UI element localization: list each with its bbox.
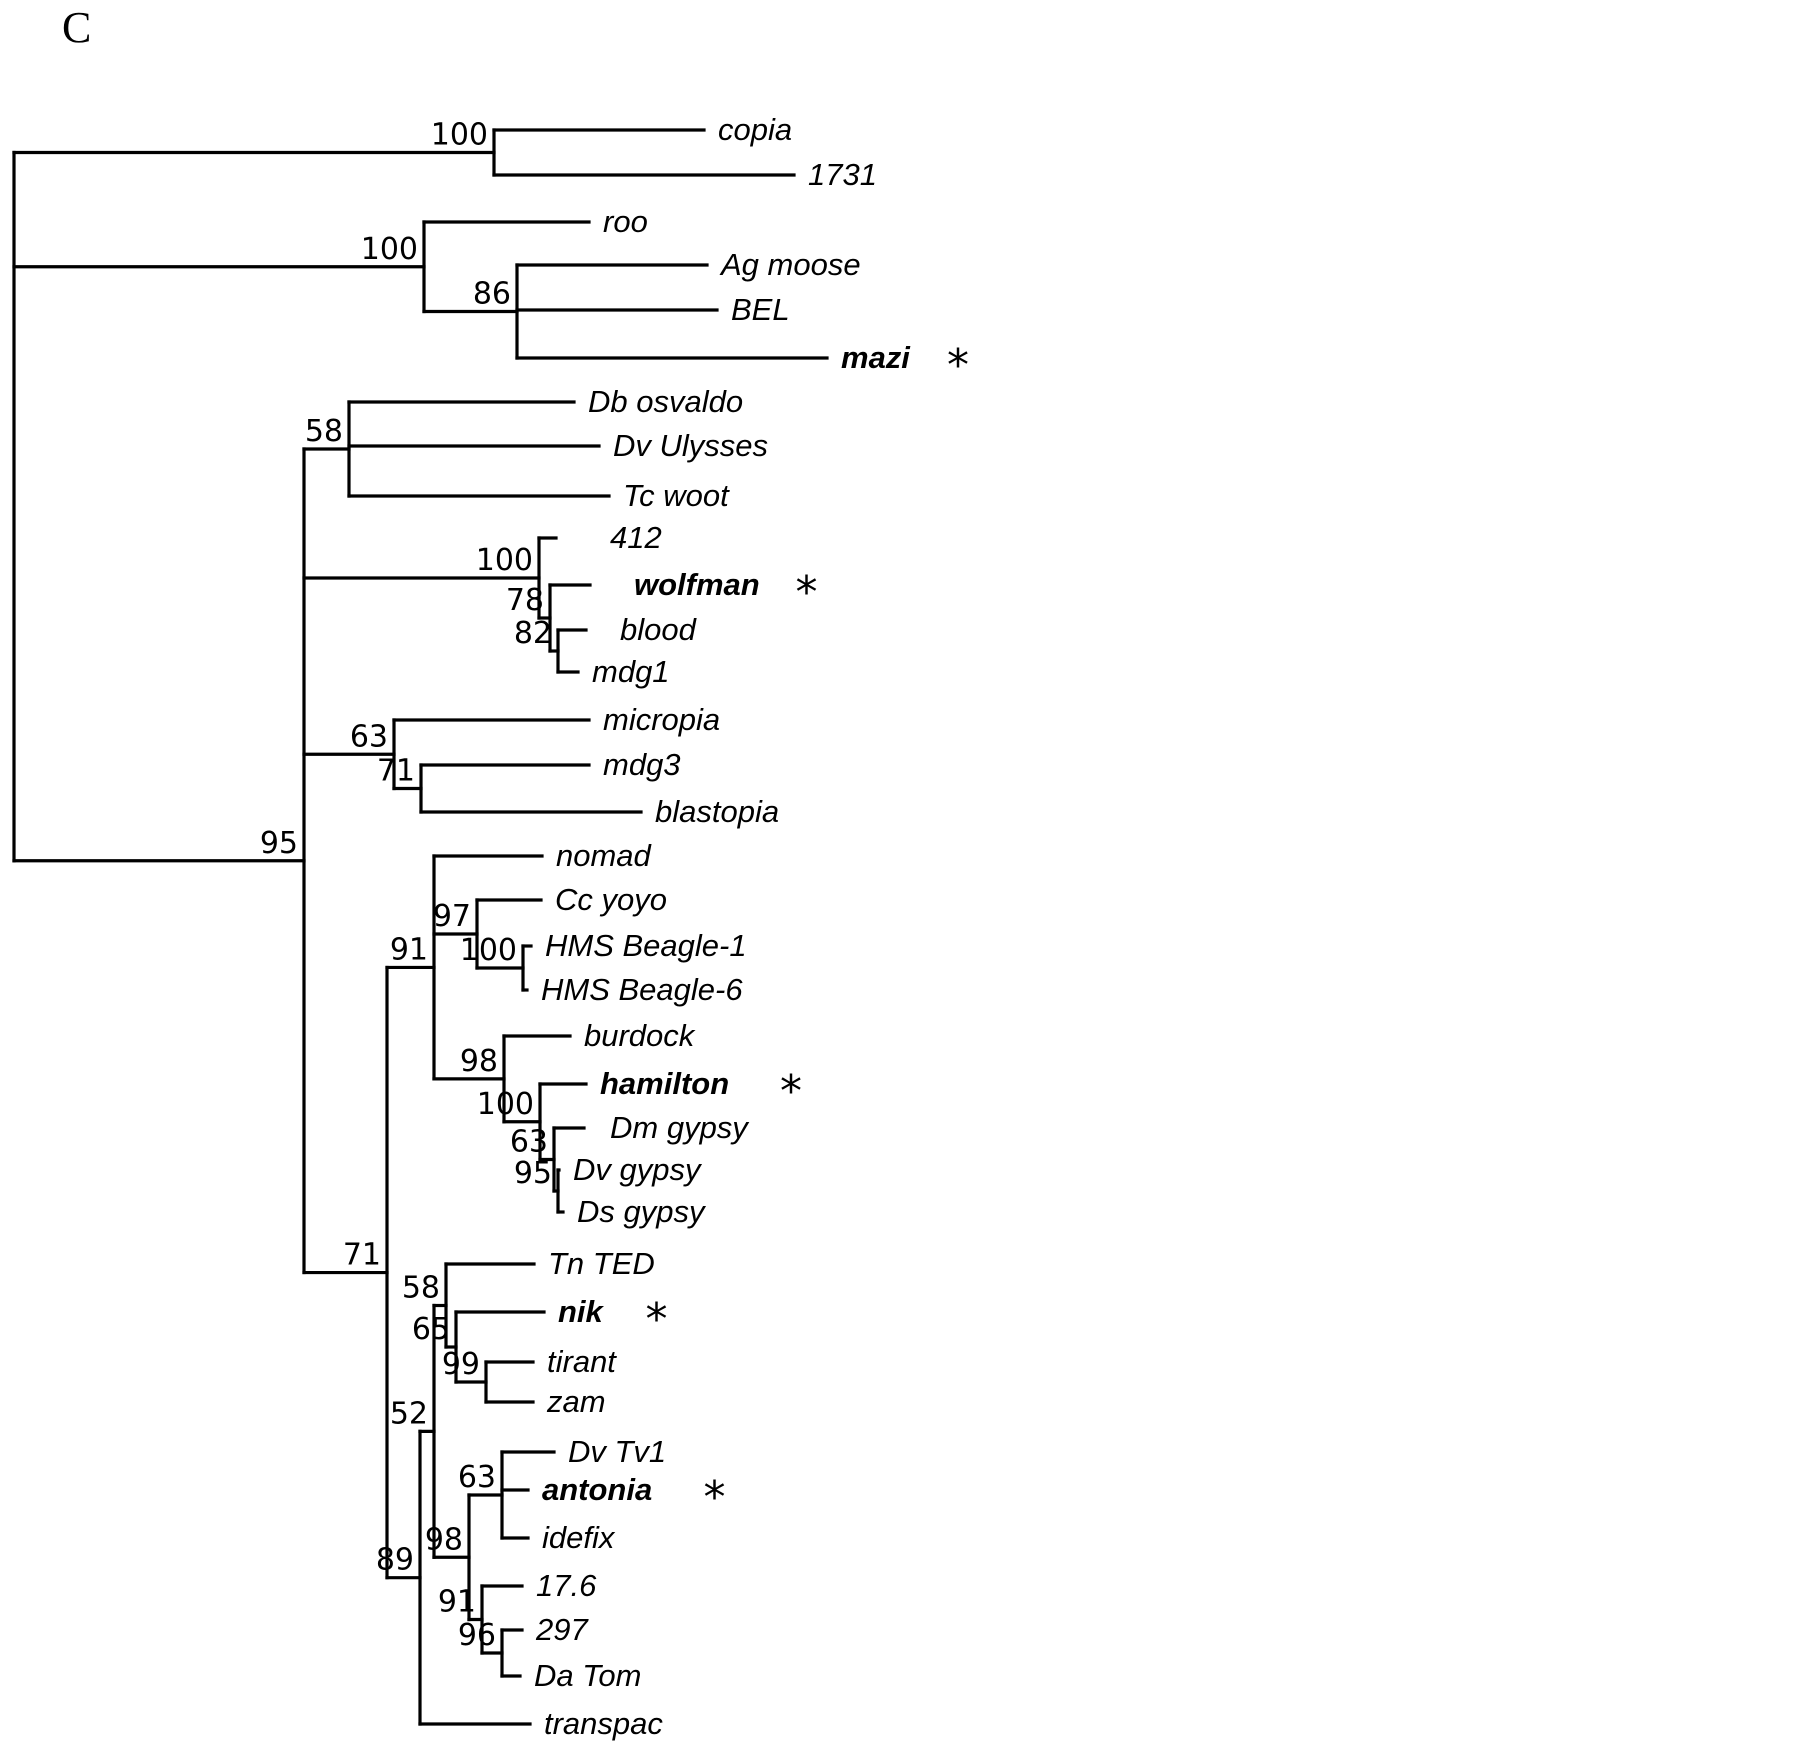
- leaf-label: Ds gypsy: [577, 1194, 707, 1229]
- bootstrap-value: 95: [260, 826, 298, 861]
- leaf-label: copia: [718, 112, 792, 147]
- leaf-label: Da Tom: [534, 1658, 641, 1693]
- leaf-label: Cc yoyo: [555, 882, 667, 917]
- leaf-label: burdock: [584, 1018, 696, 1053]
- leaf-label: 17.6: [536, 1568, 597, 1603]
- bootstrap-value: 98: [425, 1522, 463, 1557]
- bootstrap-value: 97: [433, 899, 471, 934]
- leaf-label: Ag moose: [719, 247, 861, 282]
- leaf-label: blood: [620, 612, 698, 647]
- bootstrap-value: 65: [412, 1312, 450, 1347]
- bootstrap-value: 91: [438, 1585, 476, 1620]
- leaf-label: Tc woot: [623, 478, 730, 513]
- leaf-label: nik: [558, 1294, 605, 1329]
- leaf-label: Dm gypsy: [610, 1110, 750, 1145]
- leaf-label: Dv Ulysses: [613, 428, 768, 463]
- leaf-label: mdg3: [603, 747, 681, 782]
- highlight-star-icon: *: [646, 1294, 668, 1345]
- bootstrap-value: 71: [377, 754, 415, 789]
- bootstrap-value: 63: [350, 719, 388, 754]
- leaf-label: Dv gypsy: [573, 1152, 703, 1187]
- leaf-label: idefix: [542, 1520, 616, 1555]
- leaf-label: blastopia: [655, 794, 779, 829]
- leaf-label: HMS Beagle-6: [541, 972, 743, 1007]
- leaf-label: zam: [546, 1384, 606, 1419]
- leaf-label: mazi: [841, 340, 911, 375]
- bootstrap-value: 63: [510, 1125, 548, 1160]
- leaf-label: 1731: [808, 157, 877, 192]
- bootstrap-value: 96: [458, 1618, 496, 1653]
- bootstrap-value: 86: [473, 277, 511, 312]
- leaf-label: BEL: [731, 292, 790, 327]
- bootstrap-value: 58: [305, 414, 343, 449]
- bootstrap-value: 100: [460, 933, 517, 968]
- bootstrap-value: 89: [376, 1543, 414, 1578]
- bootstrap-value: 98: [460, 1044, 498, 1079]
- bootstrap-value: 95: [514, 1156, 552, 1191]
- bootstrap-value: 63: [458, 1460, 496, 1495]
- leaf-label: hamilton: [600, 1066, 729, 1101]
- leaf-label: nomad: [556, 838, 653, 873]
- highlight-star-icon: *: [704, 1472, 726, 1523]
- leaf-label: antonia: [542, 1472, 652, 1507]
- bootstrap-value: 78: [506, 583, 544, 618]
- bootstrap-value: 100: [477, 1087, 534, 1122]
- leaf-label: Dv Tv1: [568, 1434, 666, 1469]
- leaf-label: tirant: [547, 1344, 617, 1379]
- bootstrap-value: 58: [402, 1271, 440, 1306]
- bootstrap-value: 71: [343, 1238, 381, 1273]
- highlight-star-icon: *: [796, 567, 818, 618]
- bootstrap-value: 100: [431, 118, 488, 153]
- highlight-star-icon: *: [947, 340, 969, 391]
- highlight-star-icon: *: [780, 1066, 802, 1117]
- leaf-label: mdg1: [592, 654, 670, 689]
- bootstrap-value: 100: [361, 232, 418, 267]
- leaf-label: 297: [535, 1612, 589, 1647]
- leaf-label: Db osvaldo: [588, 384, 743, 419]
- bootstrap-value: 52: [390, 1396, 428, 1431]
- bootstrap-value: 100: [476, 543, 533, 578]
- leaf-label: wolfman: [634, 567, 760, 602]
- bootstrap-value: 91: [390, 932, 428, 967]
- leaf-label: 412: [610, 520, 662, 555]
- bootstrap-value: 82: [514, 616, 552, 651]
- panel-label: C: [62, 3, 92, 52]
- leaf-label: HMS Beagle-1: [545, 928, 747, 963]
- leaf-label: roo: [603, 204, 648, 239]
- leaf-label: micropia: [603, 702, 720, 737]
- leaf-label: transpac: [544, 1706, 663, 1741]
- bootstrap-value: 99: [442, 1347, 480, 1382]
- leaf-label: Tn TED: [548, 1246, 655, 1281]
